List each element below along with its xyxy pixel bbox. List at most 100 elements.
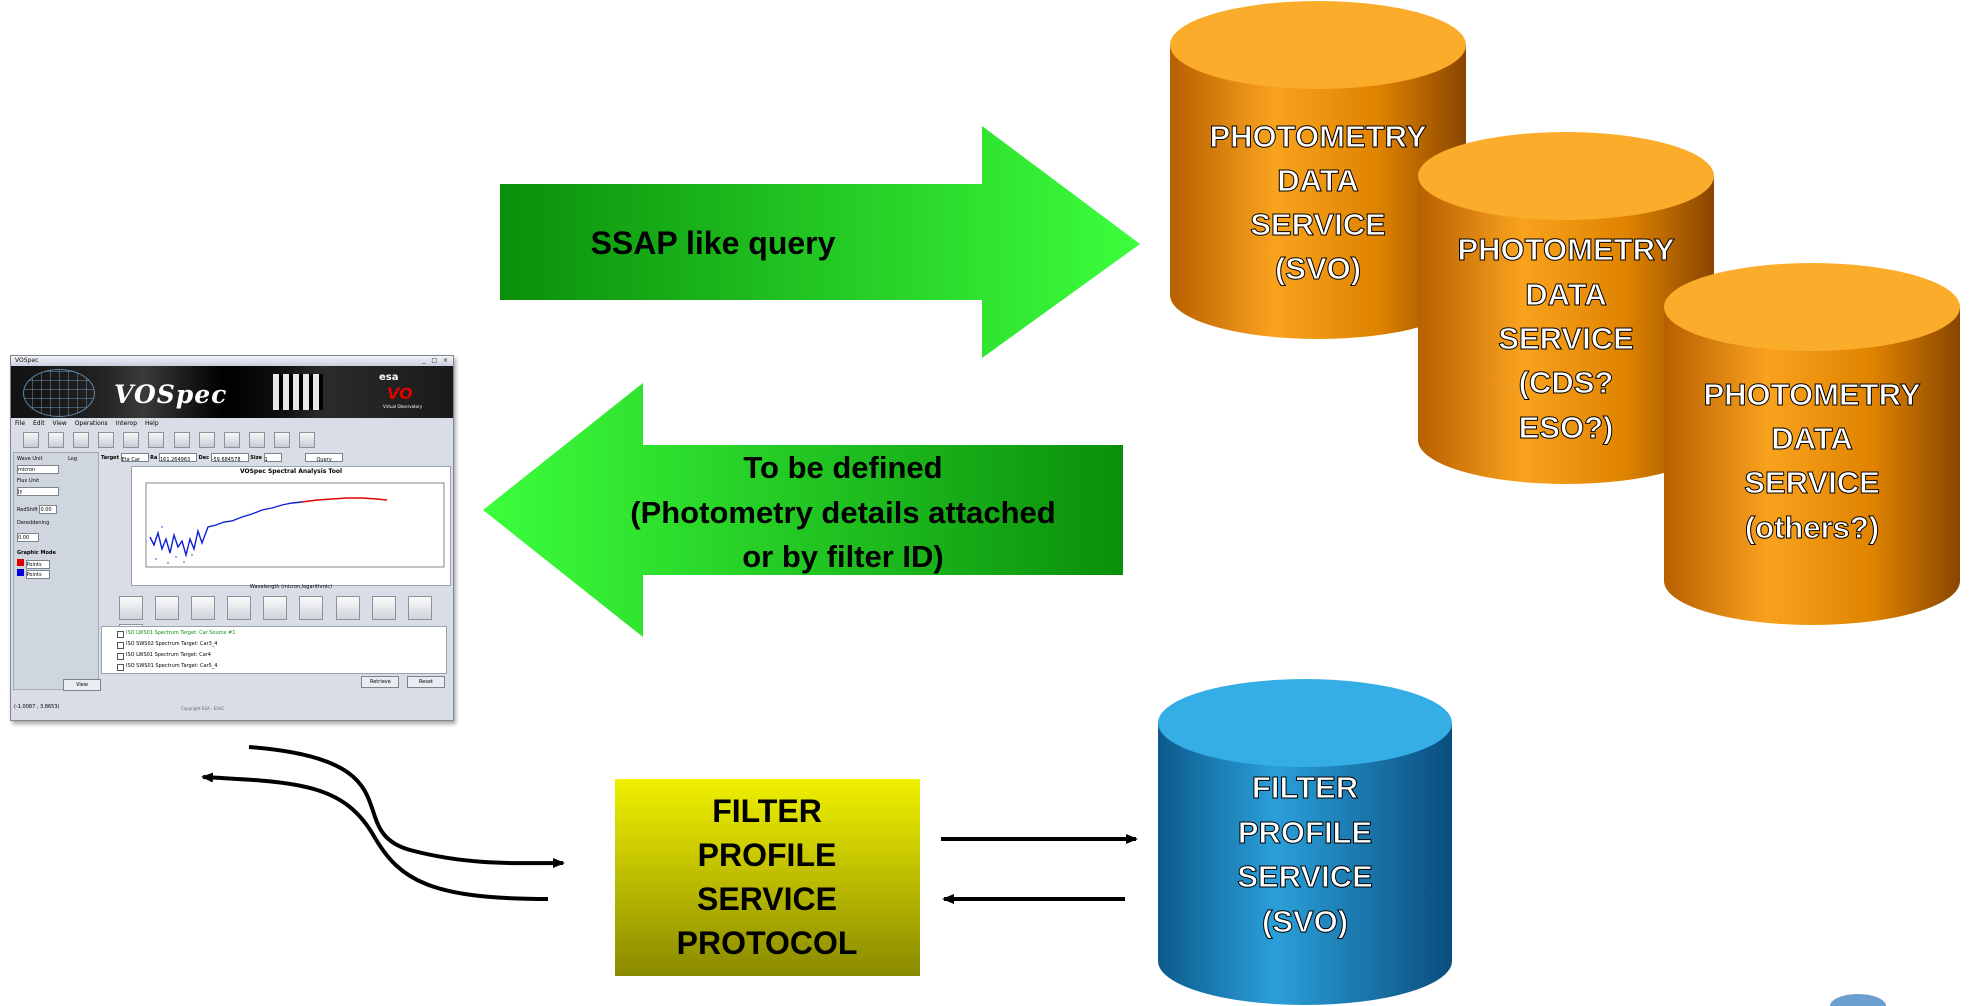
protocol-line-2: PROFILE: [698, 837, 837, 873]
reset-button[interactable]: Reset: [407, 676, 445, 688]
tool-continuum-icon[interactable]: [371, 596, 396, 620]
retrieve-button[interactable]: Retrieve: [361, 676, 400, 688]
target-input[interactable]: Eta Car: [120, 453, 149, 463]
target-bar: Target Eta Car Ra 161.264963 Dec -59.684…: [101, 452, 449, 464]
tool-integral-icon[interactable]: [299, 596, 324, 620]
spectrum-list-item[interactable]: ISO LWS01 Spectrum Target: Car Source #1: [116, 630, 236, 638]
ssap-icon[interactable]: [48, 432, 65, 448]
colors-icon[interactable]: [123, 432, 140, 448]
photometry-service-svo: [1170, 1, 1466, 339]
redshift-input[interactable]: 0.00: [39, 505, 58, 514]
others-line-3: SERVICE: [1744, 465, 1880, 500]
protocol-line-1: FILTER: [712, 793, 822, 829]
svo-line-2: DATA: [1277, 163, 1359, 198]
svo-line-1: PHOTOMETRY: [1209, 119, 1426, 154]
tool-settings-icon[interactable]: [407, 596, 432, 620]
others-line-2: DATA: [1771, 421, 1853, 456]
size-label: Size: [250, 455, 262, 461]
flux-unit-select[interactable]: Jy: [17, 487, 59, 496]
menu-view[interactable]: View: [52, 420, 67, 427]
menu-interop[interactable]: Interop: [115, 420, 138, 427]
target-icon[interactable]: [299, 432, 316, 448]
filter-service-line-4: (SVO): [1262, 904, 1348, 939]
vospec-banner: VOSpec esa VO Virtual Observatory: [11, 366, 453, 418]
open-icon[interactable]: [23, 432, 39, 448]
photometry-service-others: [1664, 263, 1960, 625]
cds-line-1: PHOTOMETRY: [1457, 232, 1674, 267]
wave-unit-select[interactable]: micron: [17, 465, 59, 474]
filter-service-line-3: SERVICE: [1237, 859, 1373, 894]
menu-help[interactable]: Help: [144, 420, 159, 427]
window-buttons-icon: _ □ ×: [422, 357, 450, 364]
copyright-text: Copyright ESA - ESAC: [181, 706, 225, 711]
vospec-toolbar: [23, 432, 319, 449]
globe-icon: [23, 369, 95, 417]
response-arrow: [483, 383, 1123, 637]
response-label-3: or by filter ID): [742, 539, 944, 574]
analysis-toolbar: [119, 596, 453, 648]
red-swatch[interactable]: [17, 559, 24, 566]
spectrum-list-item[interactable]: ISO LWS01 Spectrum Target: Car4: [117, 652, 211, 660]
action-buttons: Retrieve Reset: [355, 676, 445, 688]
curved-arrow-to-vospec: [201, 772, 549, 901]
tool-lines-icon[interactable]: [263, 596, 288, 620]
dereddening-label: Dereddening: [17, 520, 50, 526]
protocol-line-3: SERVICE: [697, 881, 837, 917]
response-label-1: To be defined: [743, 450, 942, 485]
filter-service-line-1: FILTER: [1252, 770, 1358, 805]
tool-fit-icon[interactable]: [191, 596, 216, 620]
filter-service-line-2: PROFILE: [1238, 815, 1372, 850]
spectrum-plot[interactable]: [131, 466, 451, 586]
ra-input[interactable]: 161.264963: [158, 453, 197, 463]
mode-select-1[interactable]: Points: [25, 560, 50, 569]
tool-spectrum-icon[interactable]: [119, 596, 143, 620]
measure-icon[interactable]: [273, 432, 290, 448]
fit-icon[interactable]: [148, 432, 165, 448]
dec-input[interactable]: -59.684578: [210, 453, 249, 463]
vospec-left-panel: Wave Unit Log micron Flux Unit Jy RedShi…: [13, 452, 99, 690]
save-icon[interactable]: [98, 432, 115, 448]
vo-subtitle: Virtual Observatory: [383, 404, 423, 409]
plot-title: VOSpec Spectral Analysis Tool: [239, 468, 343, 475]
graphic-mode-label: Graphic Mode: [17, 550, 56, 556]
zoom-box-icon[interactable]: [223, 432, 240, 448]
tool-pencil-icon[interactable]: [155, 596, 180, 620]
ruler-icon[interactable]: [173, 432, 190, 448]
cds-line-2: DATA: [1525, 277, 1607, 312]
status-coordinates: (-1.0087 , 3.8653): [14, 704, 60, 710]
query-button[interactable]: Query: [305, 453, 344, 463]
curved-arrow-to-protocol: [248, 745, 565, 869]
vo-logo: VO: [387, 384, 413, 403]
svo-line-3: SERVICE: [1250, 207, 1386, 242]
esa-logo: esa: [379, 372, 399, 383]
blue-swatch[interactable]: [17, 569, 24, 576]
menu-file[interactable]: File: [15, 420, 26, 427]
vospec-title: VOSpec: [15, 357, 39, 364]
flux-unit-label: Flux Unit: [17, 478, 40, 484]
spectrum-list-item[interactable]: ISO SWS01 Spectrum Target: Car5_4: [116, 663, 218, 671]
sap-icon[interactable]: [73, 432, 90, 448]
rv-input[interactable]: 0.00: [17, 533, 39, 542]
spectrum-plot-svg: [145, 482, 445, 568]
spectrum-list-item[interactable]: ISO SWS02 Spectrum Target: Car3_4: [116, 641, 218, 649]
mode-select-2[interactable]: Points: [25, 570, 50, 579]
view-button[interactable]: View: [63, 679, 101, 691]
redshift-label: RedShift: [17, 507, 38, 513]
vospec-logo: VOSpec: [114, 380, 228, 409]
menu-edit[interactable]: Edit: [32, 420, 45, 427]
banner-stripes: [273, 374, 323, 410]
cds-line-3: SERVICE: [1498, 321, 1634, 356]
size-input[interactable]: 1: [263, 453, 282, 463]
others-line-4: (others?): [1745, 510, 1879, 545]
tool-model-icon[interactable]: [227, 596, 252, 620]
tool-area-icon[interactable]: [335, 596, 360, 620]
cross-icon[interactable]: [198, 432, 215, 448]
cds-line-4: (CDS?: [1519, 365, 1614, 400]
vospec-titlebar: VOSpec: [11, 356, 453, 366]
menu-operations[interactable]: Operations: [74, 420, 108, 427]
spectra-list: ISO LWS01 Spectrum Target: Car Source #1…: [101, 626, 447, 674]
magnifier-icon[interactable]: [248, 432, 265, 448]
others-line-1: PHOTOMETRY: [1703, 377, 1920, 412]
corner-logo: [1830, 994, 1886, 1006]
